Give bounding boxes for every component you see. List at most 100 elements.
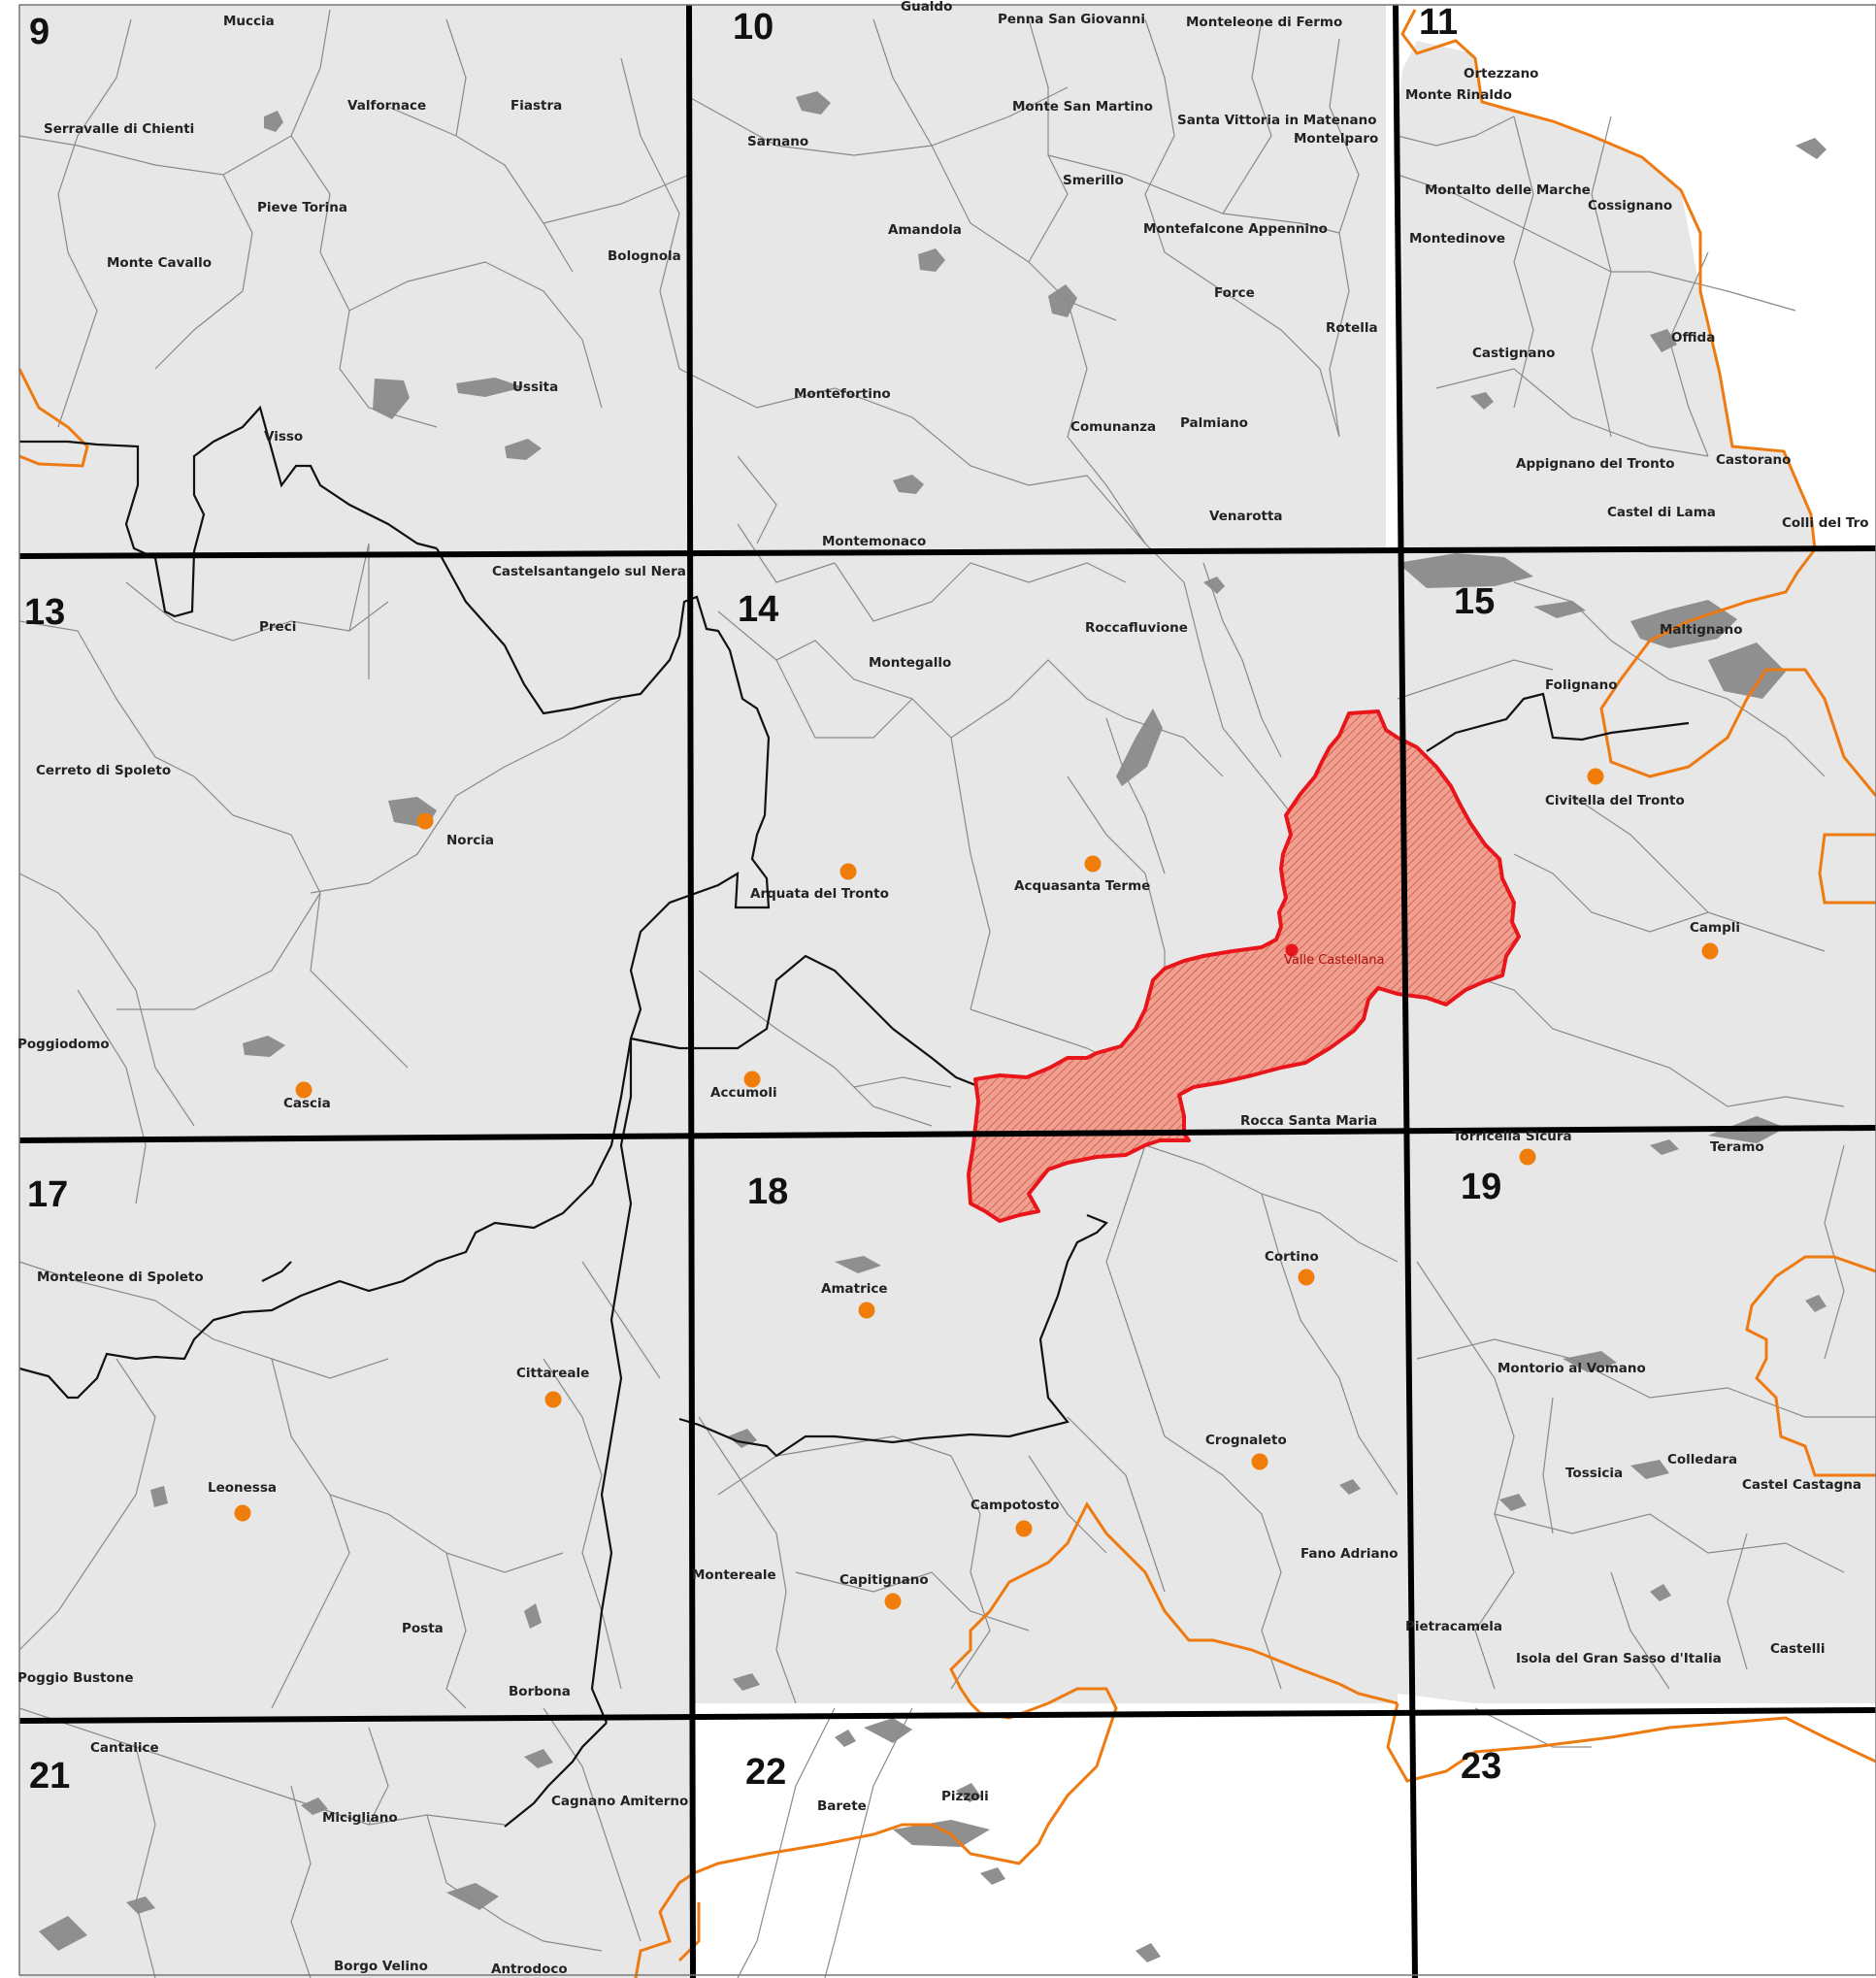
place-label: Castelsantangelo sul Nera <box>492 564 686 579</box>
place-label: Smerillo <box>1063 173 1124 188</box>
place-label: Acquasanta Terme <box>1014 878 1150 894</box>
grid-label-18: 18 <box>747 1171 788 1212</box>
place-label: Venarotta <box>1209 509 1283 524</box>
place-label: Monte San Martino <box>1012 99 1153 115</box>
grid-label-23: 23 <box>1461 1746 1501 1787</box>
place-label: Preci <box>259 619 296 635</box>
grid-label-19: 19 <box>1461 1167 1501 1207</box>
grid-label-17: 17 <box>27 1174 68 1215</box>
region-borders <box>18 405 1690 1828</box>
place-label: Serravalle di Chienti <box>44 121 194 137</box>
place-label: Castel Castagna <box>1742 1477 1861 1493</box>
place-label: Capitignano <box>839 1572 929 1588</box>
place-label: Cerreto di Spoleto <box>36 763 171 778</box>
place-label: Valfornace <box>347 98 426 114</box>
outside-area-22-23 <box>691 1694 1876 1978</box>
place-label: Appignano del Tronto <box>1516 456 1675 472</box>
place-label: Monte Rinaldo <box>1405 87 1512 103</box>
place-label: Gualdo <box>901 0 952 15</box>
place-label: Montefortino <box>794 386 891 402</box>
place-label: Civitella del Tronto <box>1545 793 1685 808</box>
province-borders <box>17 9 1876 1978</box>
place-label: Cascia <box>283 1096 331 1111</box>
place-label: Penna San Giovanni <box>998 12 1145 27</box>
place-label: Rocca Santa Maria <box>1240 1113 1377 1129</box>
place-label: Colledara <box>1667 1452 1737 1467</box>
map-frame <box>18 4 1876 1976</box>
place-label: Pietracamela <box>1405 1619 1502 1634</box>
place-label: Torricella Sicura <box>1453 1129 1572 1144</box>
place-label: Montereale <box>692 1567 776 1583</box>
place-label: Arquata del Tronto <box>750 886 889 902</box>
place-label: Cantalice <box>90 1740 159 1756</box>
place-label: Amandola <box>888 222 962 238</box>
place-label: Campotosto <box>971 1498 1060 1513</box>
place-label: Amatrice <box>821 1281 888 1297</box>
grid-label-10: 10 <box>733 7 773 48</box>
place-label: Bolognola <box>608 248 681 264</box>
place-label: Borgo Velino <box>334 1959 428 1974</box>
place-label: Tossicia <box>1565 1466 1623 1481</box>
urban-areas <box>39 91 1827 1962</box>
place-label: Borbona <box>509 1684 571 1699</box>
place-label: Pizzoli <box>941 1789 989 1804</box>
place-label: Teramo <box>1710 1139 1764 1155</box>
place-label: Ortezzano <box>1464 66 1538 82</box>
place-label: Micigliano <box>322 1810 398 1826</box>
outside-area-11 <box>1386 5 1876 549</box>
place-label: Castorano <box>1716 452 1791 468</box>
place-labels: Muccia Gualdo Penna San Giovanni Montele… <box>17 0 1869 1977</box>
place-label: Montefalcone Appennino <box>1143 221 1328 237</box>
valle-castellana-marker <box>1285 943 1299 957</box>
place-label: Castel di Lama <box>1607 505 1716 520</box>
grid-label-15: 15 <box>1454 581 1495 622</box>
highlight-valle-castellana <box>967 709 1521 1223</box>
place-label: Monteleone di Spoleto <box>37 1269 204 1285</box>
place-label: Offida <box>1671 330 1715 346</box>
place-label-valle-castellana: Valle Castellana <box>1284 953 1385 968</box>
place-label: Colli del Tro <box>1782 515 1869 531</box>
place-label: Ussita <box>512 379 558 395</box>
grid-label-11: 11 <box>1419 2 1458 43</box>
place-label: Cagnano Amiterno <box>551 1794 688 1809</box>
grid-lines <box>18 4 1876 1978</box>
place-label: Santa Vittoria in Matenano <box>1177 113 1377 128</box>
place-label: Montelparo <box>1294 131 1378 147</box>
place-label: Rotella <box>1326 320 1378 336</box>
place-label: Maltignano <box>1660 622 1743 638</box>
place-label: Monteleone di Fermo <box>1186 15 1342 30</box>
place-label: Cittareale <box>516 1366 589 1381</box>
place-label: Roccafluvione <box>1085 620 1188 636</box>
place-label: Isola del Gran Sasso d'Italia <box>1516 1651 1722 1666</box>
place-label: Antrodoco <box>491 1962 568 1977</box>
place-label: Sarnano <box>747 134 808 149</box>
place-label: Montemonaco <box>822 534 926 549</box>
place-label: Fano Adriano <box>1300 1546 1399 1562</box>
place-label: Cortino <box>1265 1249 1319 1265</box>
place-label: Pieve Torina <box>257 200 347 215</box>
place-label: Fiastra <box>510 98 562 114</box>
place-label: Campli <box>1690 920 1740 936</box>
place-label: Visso <box>264 429 303 445</box>
place-label: Montalto delle Marche <box>1425 182 1591 198</box>
place-label: Poggio Bustone <box>17 1670 134 1686</box>
place-label: Folignano <box>1545 677 1617 693</box>
place-label: Crognaleto <box>1205 1433 1287 1448</box>
grid-label-22: 22 <box>745 1752 786 1793</box>
grid-label-21: 21 <box>29 1756 70 1797</box>
grid-label-14: 14 <box>738 589 778 630</box>
place-label: Force <box>1214 285 1255 301</box>
place-label: Monte Cavallo <box>107 255 212 271</box>
grid-numbers: 9 10 11 13 14 15 17 18 19 21 22 23 <box>24 2 1501 1797</box>
grid-label-13: 13 <box>24 592 65 633</box>
place-label: Comunanza <box>1070 419 1156 435</box>
municipal-borders <box>18 9 1876 1978</box>
place-label: Barete <box>817 1798 867 1814</box>
place-label: Muccia <box>223 14 275 29</box>
place-label: Posta <box>402 1621 444 1636</box>
place-label: Poggiodomo <box>17 1037 110 1052</box>
place-label: Norcia <box>446 833 494 848</box>
land-background <box>19 5 1876 1978</box>
place-label: Cossignano <box>1588 198 1672 214</box>
